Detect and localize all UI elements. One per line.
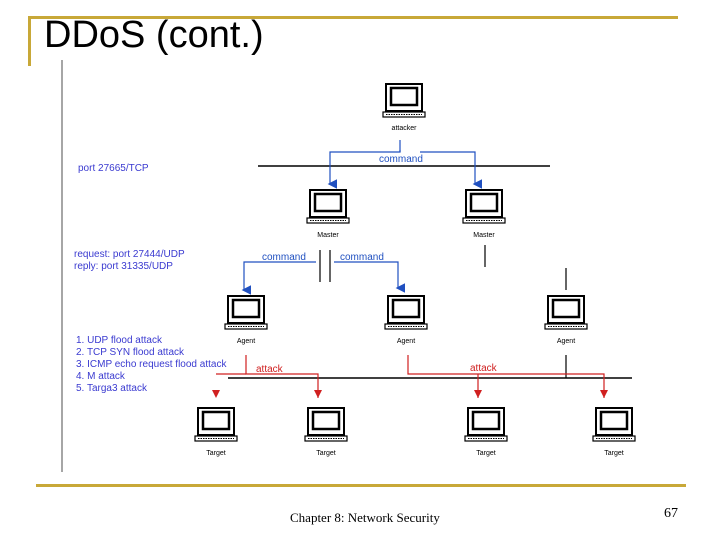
left-accent-line	[28, 16, 31, 66]
target-4-computer-icon	[591, 406, 637, 443]
attack-label-left: attack	[256, 364, 284, 375]
attack-type-4: 4. M attack	[76, 371, 126, 382]
master-1-label: Master	[317, 232, 339, 239]
attacker-label: attacker	[392, 125, 418, 132]
command-label-right: command	[340, 252, 384, 263]
top-accent-line	[28, 16, 678, 19]
attack-arrow-target-3	[474, 390, 482, 398]
attack-arrow-target-4	[600, 390, 608, 398]
master-1-computer-icon	[305, 188, 351, 225]
attack-arrow-target-2	[314, 390, 322, 398]
target-3-computer-icon	[463, 406, 509, 443]
agent-3-computer-icon	[543, 294, 589, 331]
page-number: 67	[664, 506, 678, 521]
target-1-label: Target	[206, 450, 226, 457]
attacker-computer-icon	[381, 82, 427, 119]
bottom-accent-line	[36, 484, 686, 487]
target-2-computer-icon	[303, 406, 349, 443]
attack-type-3: 3. ICMP echo request flood attack	[76, 359, 227, 370]
target-4-label: Target	[604, 450, 624, 457]
command-arrow-agent-2	[334, 261, 406, 293]
command-label-left: command	[262, 252, 306, 263]
request-port-label: request: port 27444/UDP	[74, 249, 185, 260]
target-2-label: Target	[316, 450, 336, 457]
attack-label-right: attack	[470, 363, 498, 374]
reply-port-label: reply: port 31335/UDP	[74, 261, 173, 272]
agent-1-computer-icon	[223, 294, 269, 331]
command-label-top: command	[379, 154, 423, 165]
command-arrow-agent-1	[241, 261, 316, 295]
attack-arrow-target-1	[212, 390, 220, 398]
attack-type-5: 5. Targa3 attack	[76, 383, 148, 394]
agent-1-label: Agent	[237, 338, 255, 345]
attack-line-right	[407, 355, 605, 398]
agent-3-label: Agent	[557, 338, 575, 345]
master-2-computer-icon	[461, 188, 507, 225]
port-attacker-label: port 27665/TCP	[78, 163, 149, 174]
attack-type-1: 1. UDP flood attack	[76, 335, 163, 346]
command-arrow-master-2	[420, 151, 483, 189]
agent-2-computer-icon	[383, 294, 429, 331]
agent-2-label: Agent	[397, 338, 415, 345]
attack-type-2: 2. TCP SYN flood attack	[76, 347, 185, 358]
slide-footer: Chapter 8: Network Security	[290, 510, 440, 525]
attack-line-left	[245, 355, 319, 398]
master-2-label: Master	[473, 232, 495, 239]
target-1-computer-icon	[193, 406, 239, 443]
target-3-label: Target	[476, 450, 496, 457]
slide-title: DDoS (cont.)	[44, 14, 264, 56]
